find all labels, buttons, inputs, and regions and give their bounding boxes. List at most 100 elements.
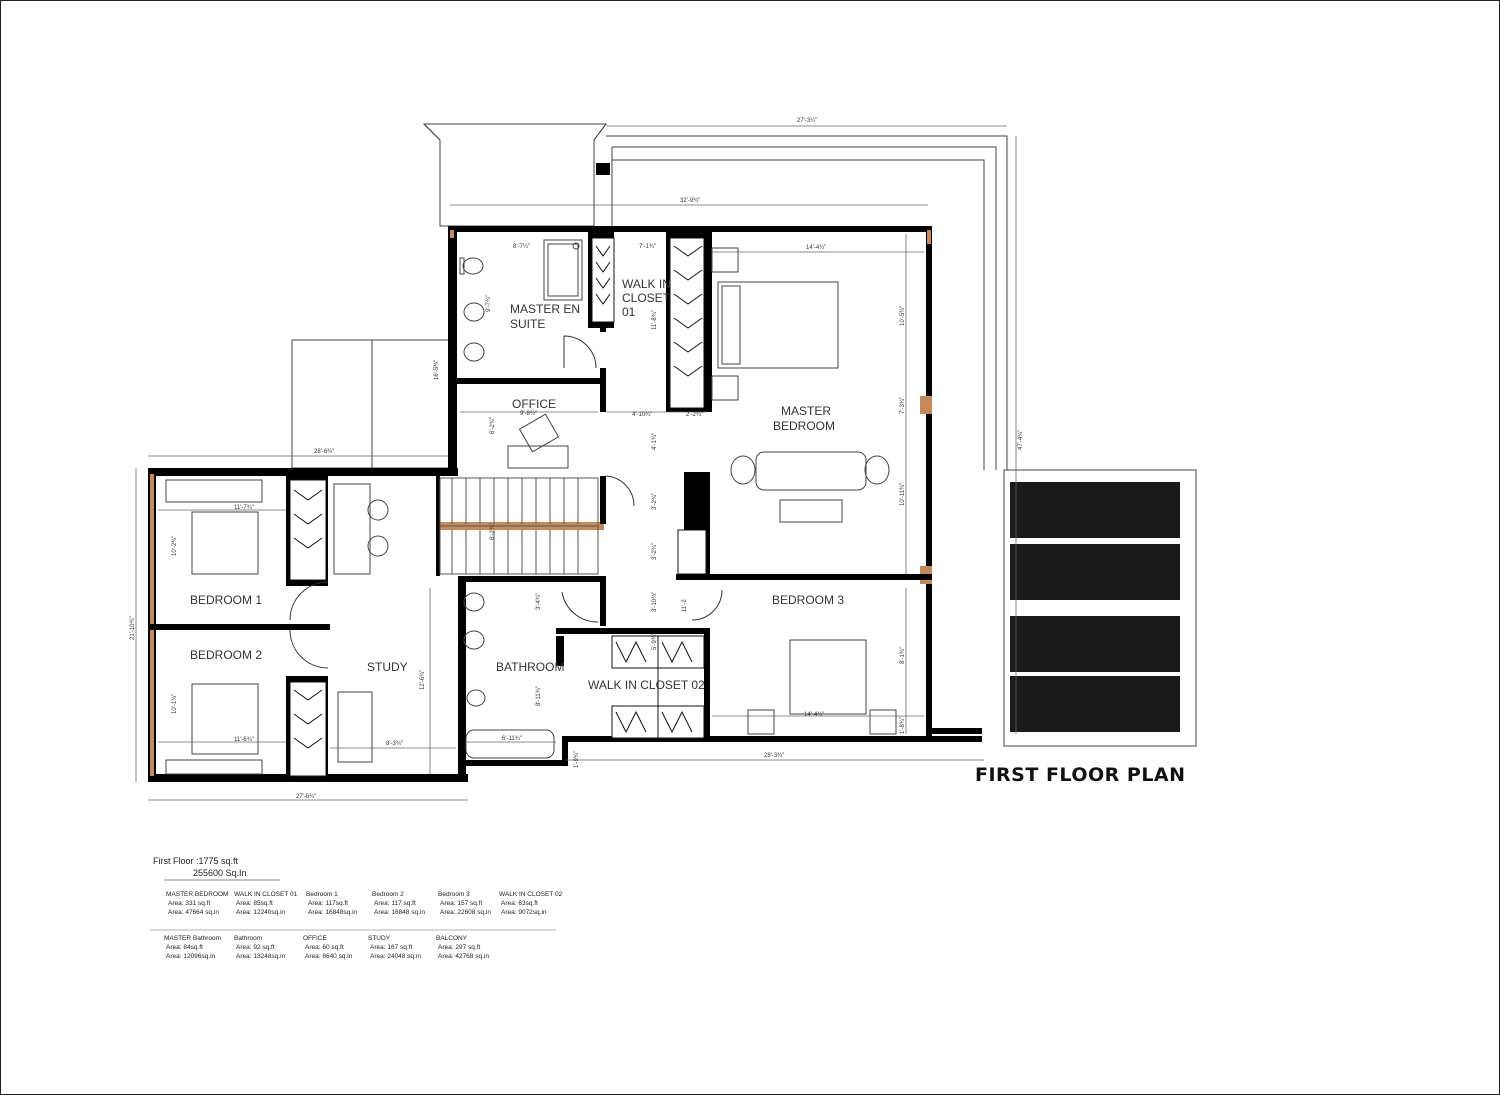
dim-hall-width: 4'-10¾" [632, 412, 652, 418]
summary-room-name: Bathroom [234, 935, 262, 942]
summary-room-name: MASTER BEDROOM [166, 891, 228, 898]
dim-study-height: 12'-6¾" [420, 670, 426, 690]
dim-hall-h4: 3'-10¾" [652, 592, 658, 612]
summary-room-name: STUDY [368, 935, 391, 942]
dim-balcony-height: 16'-5¾" [434, 360, 440, 380]
furniture [165, 239, 897, 775]
summary-room-sqin: Area: 42768 sq.in [438, 953, 489, 960]
summary-room-name: BALCONY [436, 935, 468, 942]
room-label-closet1-b: CLOSET [622, 291, 671, 305]
summary-room-area: Area: 297 sq.ft [438, 944, 480, 951]
summary-room-name: WALK IN CLOSET 01 [234, 891, 298, 898]
summary-room-sqin: Area: 22608 sq.in [440, 909, 491, 916]
room-label-bedroom-1: BEDROOM 1 [190, 593, 262, 607]
stair [439, 477, 599, 575]
room-labels: MASTER EN SUITE WALK IN CLOSET 01 MASTER… [190, 277, 844, 692]
dim-master-width: 14'-4¾" [806, 245, 826, 251]
dim-study-width: 8'-3¾" [386, 741, 403, 747]
summary-room-name: Bedroom 1 [306, 891, 338, 898]
dim-hall-h2: 3'-2¾" [652, 493, 658, 510]
dim-hall-h5: 11'-2 [682, 599, 688, 612]
area-summary: First Floor :1775 sq.ft 255600 Sq.In MAS… [150, 856, 563, 960]
doors [289, 335, 723, 669]
dim-left-overall: 21'-10¾" [130, 616, 136, 640]
summary-room-sqin: Area: 8640 sq.in [305, 953, 353, 960]
summary-room-area: Area: 117 sq.ft [374, 900, 416, 907]
dim-master-h1: 10'-5¾" [900, 306, 906, 326]
summary-room-sqin: Area: 16848sq.in [308, 909, 358, 916]
room-label-bedroom-3: BEDROOM 3 [772, 593, 844, 607]
dim-office-width: 9'-8¾" [520, 411, 537, 417]
room-label-study: STUDY [367, 660, 408, 674]
dim-bed1-height: 10'-2¾" [172, 536, 178, 556]
summary-room-sqin: Area: 47664 sq.in [168, 909, 219, 916]
dim-closet1-height: 11'-8¾" [652, 310, 658, 330]
dim-bottom-left: 27'-6¾" [296, 794, 316, 800]
dim-small-1: 5'-9¾" [652, 633, 658, 650]
room-label-closet1-a: WALK IN [622, 277, 671, 291]
dim-hall-h3: 3'-2¾" [652, 543, 658, 560]
plan-title: FIRST FLOOR PLAN [975, 764, 1186, 786]
room-label-closet1-c: 01 [622, 305, 636, 319]
room-label-bedroom-2: BEDROOM 2 [190, 648, 262, 662]
summary-room-area: Area: 117sq.ft [308, 900, 348, 907]
summary-room-area: Area: 331 sq.ft [168, 900, 210, 907]
dim-small-2: 1'-9¾" [574, 751, 580, 768]
dim-ensuite-height: 9'-7¾" [486, 295, 492, 312]
summary-room-name: Bedroom 3 [438, 891, 470, 898]
summary-room-area: Area: 167 sq.ft [370, 944, 412, 951]
summary-room-area: Area: 85sq.ft [236, 900, 273, 907]
dim-right-overall: 47'-4¾" [1018, 430, 1024, 450]
summary-room-area: Area: 92 sq.ft [236, 944, 275, 951]
dim-bath-h2: 8'-11¾" [536, 686, 542, 706]
solar-panels [1003, 469, 1197, 747]
dim-bed3-width: 14'-4¾" [804, 712, 824, 718]
dim-closet-depth: 2'-2¾" [686, 412, 703, 418]
summary-room-sqin: Area: 9072sq.in [501, 909, 547, 916]
dim-closet1-width: 7'-1¾" [639, 244, 656, 250]
room-label-ensuite-2: SUITE [510, 317, 545, 331]
dim-balcony-width: 28'-6¾" [314, 449, 334, 455]
dim-bed1-width: 11'-7¾" [234, 505, 254, 511]
dimension-lines [135, 125, 1017, 801]
dim-hall-h1: 4'-1¾" [652, 433, 658, 450]
dimension-labels: 27'-3¼" 32'-9¾" 8'-7¼" 9'-7¾" 7'-1¾" 11'… [130, 118, 1024, 800]
dim-bottom-right: 28'-3¾" [764, 753, 784, 759]
summary-room-name: WALK IN CLOSET 02 [499, 891, 563, 898]
dim-office-height: 6'-2¾" [490, 417, 496, 434]
summary-room-sqin: Area: 12096sq.in [166, 953, 216, 960]
dim-bed3-h1: 8'-1¾" [900, 647, 906, 664]
room-label-master-2: BEDROOM [773, 419, 835, 433]
dim-master-h3: 10'-11¾" [900, 483, 906, 506]
dim-bed2-height: 10'-1¾" [172, 694, 178, 714]
summary-room-sqin: Area: 12240sq.in [236, 909, 286, 916]
room-label-master-1: MASTER [781, 404, 831, 418]
room-label-ensuite-1: MASTER EN [510, 302, 580, 316]
summary-room-name: Bedroom 2 [372, 891, 404, 898]
dim-stair-width: 6'-2¾" [490, 523, 496, 540]
dim-bath-width: 6'-11¾" [502, 736, 522, 742]
summary-room-name: MASTER Bathroom [164, 935, 221, 942]
summary-room-name: OFFICE [303, 935, 327, 942]
closet-fixtures [289, 237, 707, 777]
dim-master-h2: 7'-3¾" [900, 397, 906, 414]
dim-ensuite-width: 8'-7¼" [513, 244, 530, 250]
floor-area-sqin: 255600 Sq.In [193, 868, 247, 878]
dim-bath-h1: 3'-4¾" [536, 593, 542, 610]
room-label-bathroom: BATHROOM [496, 660, 564, 674]
room-label-closet-2: WALK IN CLOSET 02 [588, 678, 705, 692]
summary-room-area: Area: 63sq.ft [501, 900, 538, 907]
